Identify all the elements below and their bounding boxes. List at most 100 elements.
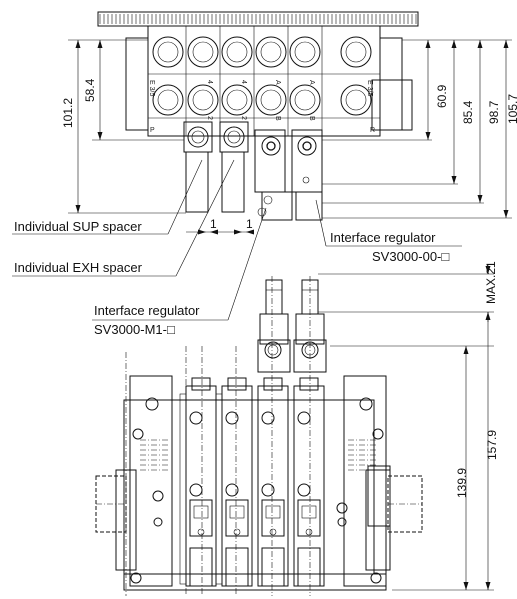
svg-text:1: 1 (246, 217, 253, 231)
svg-text:R: R (370, 127, 375, 134)
svg-text:85.4: 85.4 (461, 100, 475, 124)
port-fitting-outer (340, 84, 372, 116)
valve-top-cap (299, 377, 319, 391)
end-plate-left (125, 37, 149, 131)
end-plate-hatching (140, 439, 378, 471)
port-fitting-inner (192, 41, 214, 63)
valve-screw (261, 483, 275, 497)
svg-text:139.9: 139.9 (455, 468, 469, 498)
svg-text:P: P (150, 127, 155, 134)
front-view: MAX.21 139.9 157.9 (95, 261, 499, 596)
spacer-body (179, 393, 187, 585)
valve-connector-inner (301, 505, 317, 519)
valve-connector-pin (269, 528, 277, 536)
valve-screw (189, 483, 203, 497)
svg-text:Interface regulator: Interface regulator (330, 230, 436, 245)
valve-screw (225, 411, 239, 425)
svg-text:4: 4 (240, 80, 247, 84)
port-fitting-inner (226, 41, 248, 63)
port-fittings (152, 36, 372, 116)
port-fitting-outer (187, 36, 219, 68)
centre-lines (125, 276, 311, 596)
port-fitting-outer (187, 84, 219, 116)
spacer-blocks-top (183, 121, 323, 221)
din-rail-top (97, 11, 419, 27)
valve-top-cap (191, 377, 211, 391)
port-fitting-outer (152, 36, 184, 68)
callout-interface-regulator-00: Interface regulator SV3000-00-□ (315, 199, 462, 264)
valve-screw (189, 411, 203, 425)
dim-157-9: 157.9 (485, 312, 499, 590)
valve-screw (297, 483, 311, 497)
valve-screw (297, 411, 311, 425)
callout-individual-sup-spacer: Individual SUP spacer (12, 159, 203, 235)
svg-text:Interface regulator: Interface regulator (94, 303, 200, 318)
port-fitting-outer (255, 84, 287, 116)
svg-text:SV3000-M1-□: SV3000-M1-□ (94, 322, 175, 337)
valve-top-cap (263, 377, 283, 391)
spacer-body (215, 393, 223, 585)
svg-text:B: B (308, 116, 315, 121)
valve-screw (225, 483, 239, 497)
callout-interface-regulator-m1: Interface regulator SV3000-M1-□ (92, 207, 267, 337)
top-view: P E 3/5 4 2 4 2 A B A B E 3/5 R 101.2 (61, 11, 517, 235)
dim-spacer-gap: 1 1 (186, 217, 254, 235)
svg-text:58.4: 58.4 (83, 78, 97, 102)
dim-58-4: 58.4 (83, 40, 184, 141)
valve-screw (261, 411, 275, 425)
port-fitting-inner (294, 41, 316, 63)
port-fitting-inner (345, 41, 367, 63)
svg-text:101.2: 101.2 (61, 98, 75, 128)
valve-connector-pin (233, 528, 241, 536)
port-fitting-outer (255, 36, 287, 68)
svg-text:105.7: 105.7 (506, 94, 517, 124)
valve-bodies (179, 377, 325, 587)
port-fitting-inner (294, 89, 316, 111)
svg-text:2: 2 (206, 116, 213, 120)
svg-text:B: B (274, 116, 281, 121)
svg-text:A: A (308, 80, 315, 85)
port-fitting-inner (260, 89, 282, 111)
svg-text:MAX.21: MAX.21 (484, 261, 498, 304)
dim-max-21: MAX.21 (318, 261, 498, 322)
svg-text:98.7: 98.7 (487, 100, 501, 124)
valve-connector-pin (197, 528, 205, 536)
svg-text:4: 4 (206, 80, 213, 84)
port-fitting-outer (221, 84, 253, 116)
svg-text:SV3000-00-□: SV3000-00-□ (372, 249, 449, 264)
port-fitting-inner (226, 89, 248, 111)
valve-connector-inner (229, 505, 245, 519)
din-rail-front (95, 465, 423, 533)
end-plate-right (379, 37, 403, 131)
callout-individual-exh-spacer: Individual EXH spacer (12, 159, 235, 277)
svg-text:A: A (274, 80, 281, 85)
valve-connector-inner (193, 505, 209, 519)
port-fitting-inner (157, 41, 179, 63)
manifold-body-top (147, 25, 381, 137)
port-fitting-outer (289, 36, 321, 68)
svg-text:E 3/5: E 3/5 (148, 80, 155, 96)
valve-port-block (261, 547, 285, 587)
svg-text:1: 1 (210, 217, 217, 231)
svg-text:E 3/5: E 3/5 (366, 80, 373, 96)
dim-139-9: 139.9 (330, 345, 494, 591)
port-fitting-outer (289, 84, 321, 116)
valve-connector (297, 499, 321, 537)
svg-text:Individual SUP spacer: Individual SUP spacer (14, 219, 142, 234)
svg-text:60.9: 60.9 (435, 84, 449, 108)
port-fitting-inner (192, 89, 214, 111)
svg-text:2: 2 (240, 116, 247, 120)
dim-101-2: 101.2 (61, 39, 186, 214)
port-fitting-inner (157, 89, 179, 111)
valve-port-block (297, 547, 321, 587)
port-fitting-outer (340, 36, 372, 68)
valve-connector (189, 499, 213, 537)
manifold-base-front (115, 375, 391, 591)
port-fitting-inner (345, 89, 367, 111)
dim-right-stack: 60.9 85.4 98.7 105.7 (322, 39, 517, 219)
regulator-stems (257, 279, 327, 373)
svg-text:157.9: 157.9 (485, 430, 499, 460)
valve-port-block (189, 547, 213, 587)
port-fitting-outer (221, 36, 253, 68)
